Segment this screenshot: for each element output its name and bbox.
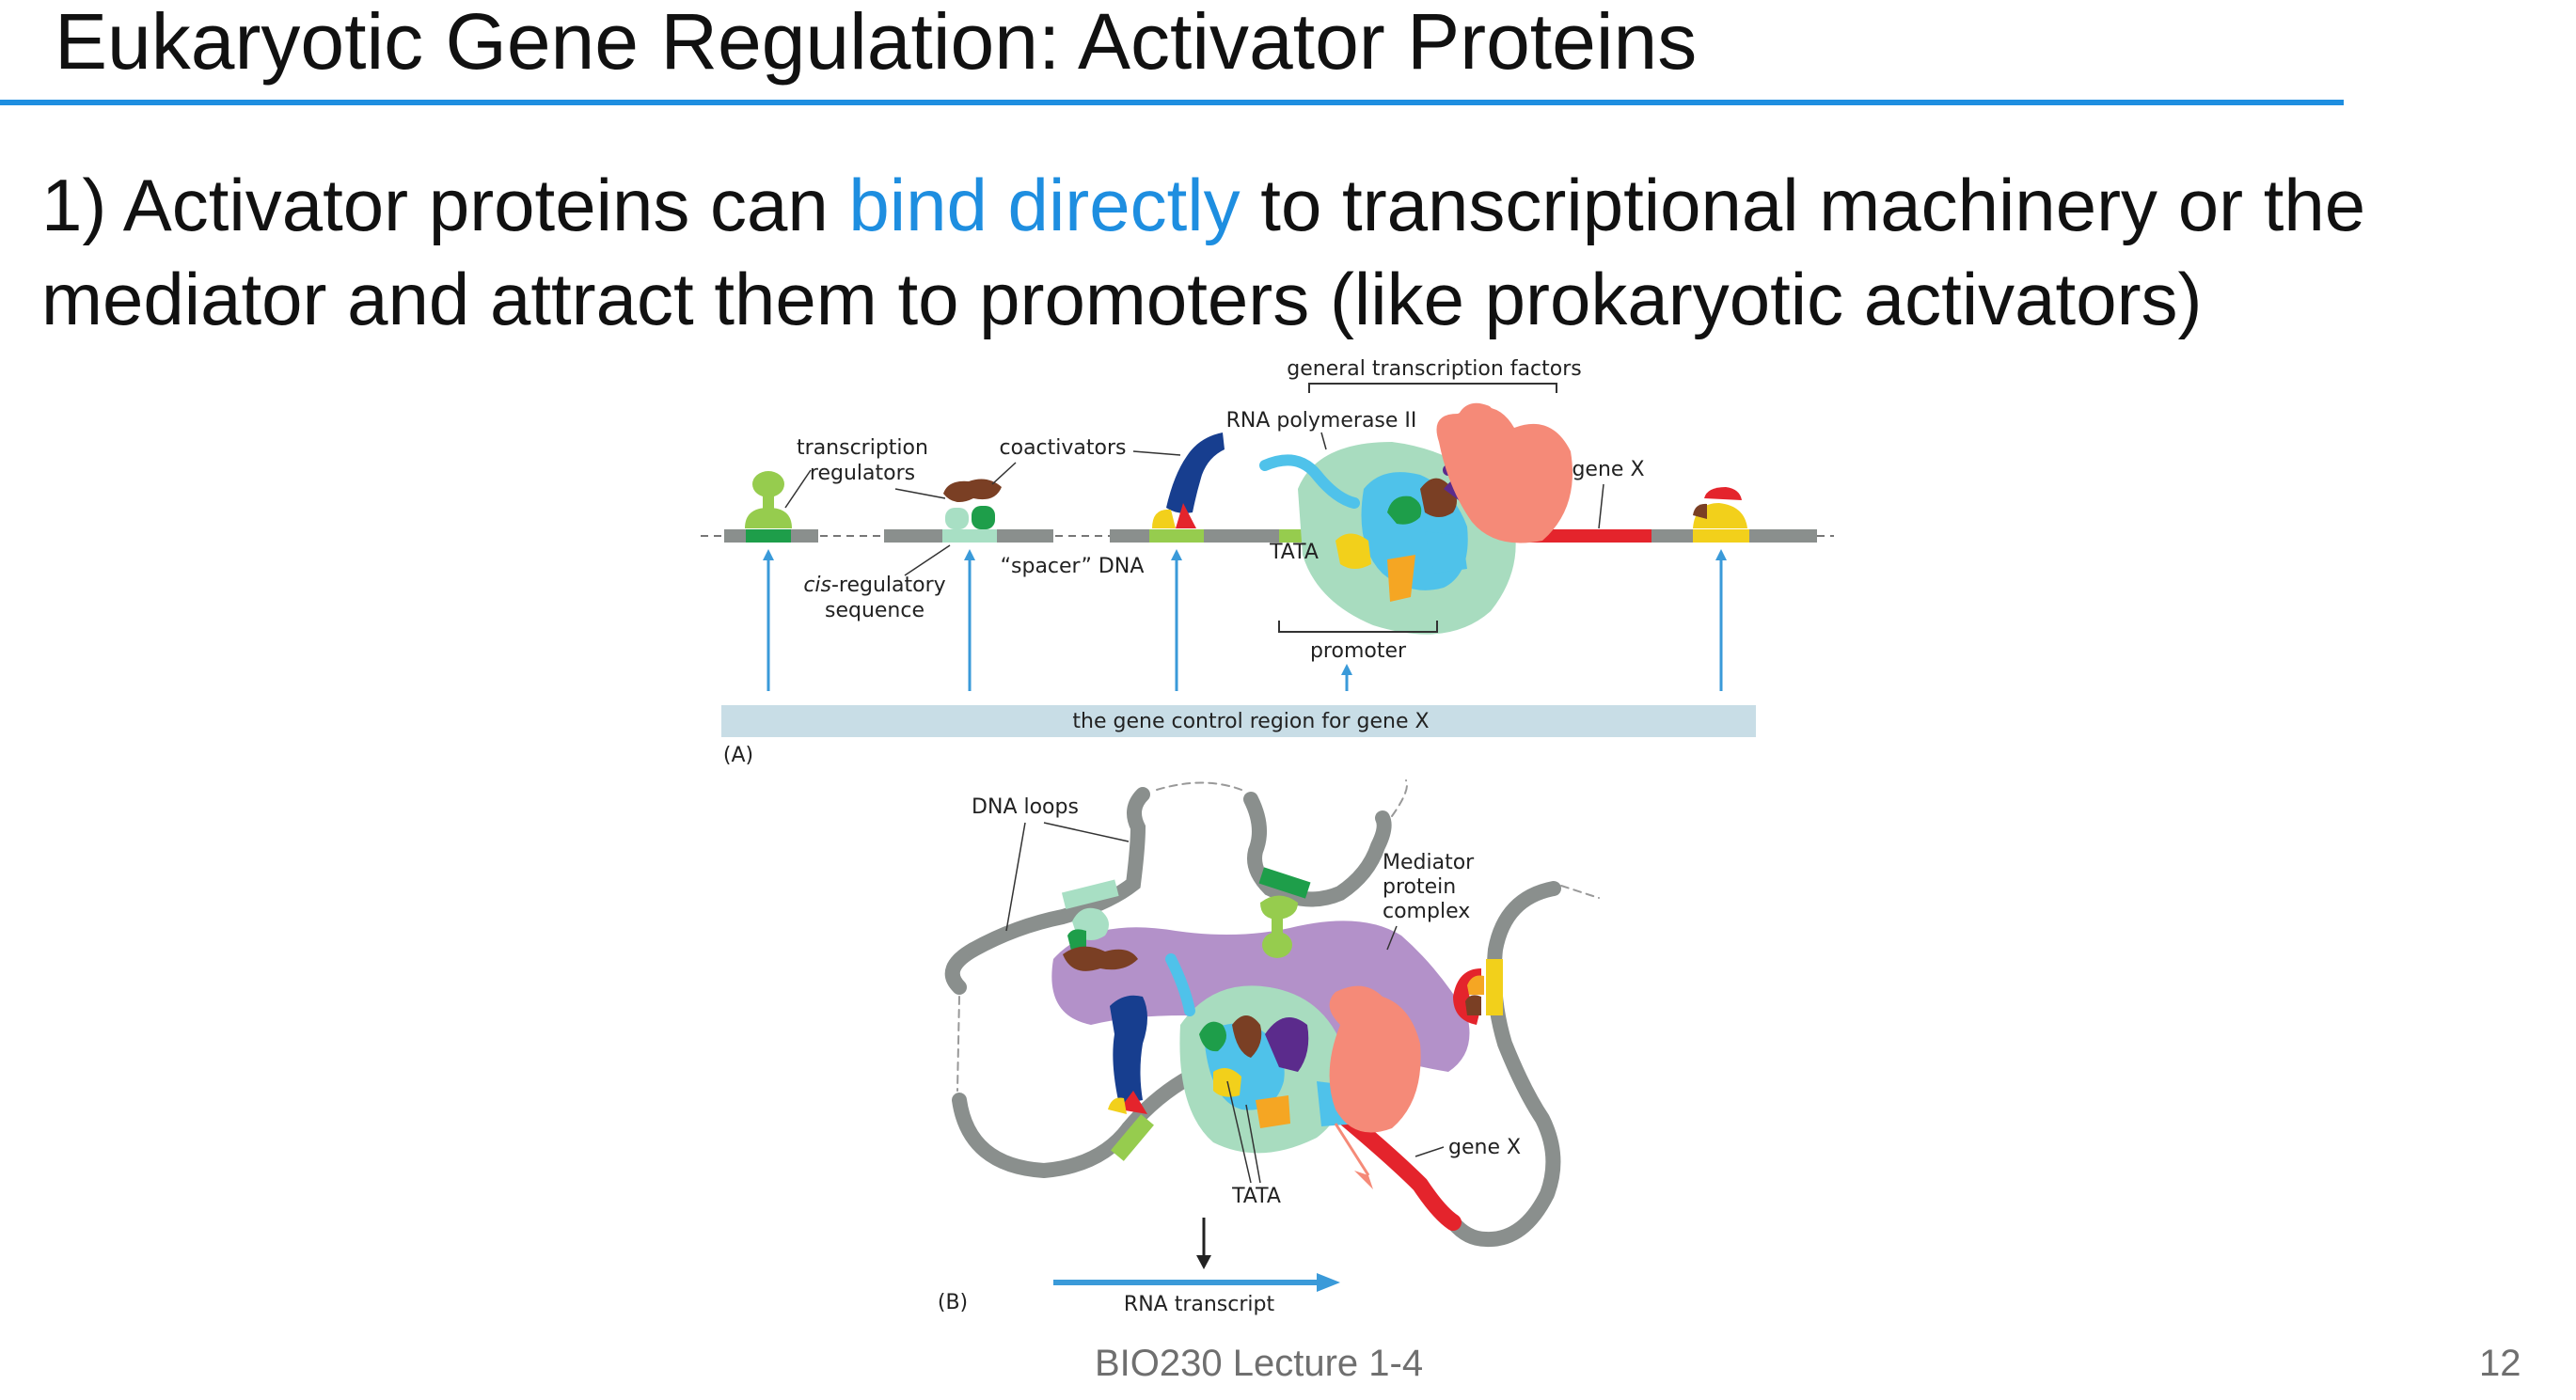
panel-a-label: (A) bbox=[723, 744, 753, 767]
genex-label-b: gene X bbox=[1448, 1136, 1521, 1159]
coactivators-label: coactivators bbox=[1000, 436, 1127, 460]
dna-loops-leader-1 bbox=[1005, 822, 1026, 932]
genex-label-a: gene X bbox=[1572, 458, 1644, 481]
loop-regulator-right bbox=[1453, 968, 1484, 1025]
promoter-label: promoter bbox=[1310, 639, 1407, 663]
body-text-highlight: bind directly bbox=[848, 164, 1241, 246]
loop-segment-green bbox=[1258, 867, 1311, 899]
regulators-label-line1: transcription bbox=[797, 436, 928, 460]
loop-regulator-top bbox=[1260, 895, 1298, 958]
regulators-leader-1 bbox=[784, 469, 812, 509]
regulators-label-line2: regulators bbox=[810, 462, 915, 485]
gtf-salmon-b bbox=[1329, 985, 1421, 1133]
mediator-label-line3: complex bbox=[1383, 900, 1470, 923]
title-underline bbox=[0, 100, 2344, 105]
control-region-bar bbox=[721, 705, 1756, 737]
rna-polymerase-complex bbox=[1259, 402, 1572, 635]
mediator-label-line2: protein bbox=[1383, 875, 1456, 899]
dna-loops-label: DNA loops bbox=[972, 795, 1079, 819]
coactivators-leader-2 bbox=[1132, 450, 1181, 456]
body-text-end: to transcriptional machinery or the medi… bbox=[41, 164, 2366, 340]
loop-segment-lightgreen bbox=[1061, 879, 1119, 909]
page-number: 12 bbox=[2479, 1343, 2521, 1384]
activator-blue bbox=[1152, 433, 1225, 528]
gtf-label: general transcription factors bbox=[1287, 357, 1581, 381]
gtf-bracket bbox=[1308, 383, 1557, 393]
spacer-label: “spacer” DNA bbox=[1001, 555, 1145, 578]
coactivators-leader-1 bbox=[991, 462, 1017, 485]
mediator-leader bbox=[1386, 925, 1398, 951]
genex-leader-a bbox=[1598, 483, 1604, 529]
slide-title: Eukaryotic Gene Regulation: Activator Pr… bbox=[55, 0, 1698, 86]
distal-regulator bbox=[1693, 487, 1747, 528]
transcription-regulator-2 bbox=[943, 479, 1002, 529]
rna-polymerase-b bbox=[1165, 953, 1359, 1154]
footer-course: BIO230 Lecture 1-4 bbox=[1095, 1343, 1424, 1384]
dna-strand-a bbox=[701, 529, 1834, 543]
rna-transcript-label: RNA transcript bbox=[1124, 1293, 1275, 1316]
rnap-leader bbox=[1320, 432, 1327, 450]
activator-blue-b bbox=[1108, 995, 1147, 1114]
loop-segment-yellow bbox=[1486, 959, 1503, 1015]
salmon-arrow bbox=[1334, 1123, 1370, 1176]
slide-footer: BIO230 Lecture 1-4 12 bbox=[0, 1343, 2576, 1399]
cis-leader bbox=[904, 544, 951, 576]
tata-leader-b-1 bbox=[1226, 1080, 1252, 1184]
loop-regulator-left bbox=[1063, 907, 1138, 971]
regulators-leader-2 bbox=[894, 488, 946, 499]
mediator-label-line1: Mediator bbox=[1383, 851, 1475, 874]
transcription-regulator-1 bbox=[745, 471, 792, 528]
promoter-bracket bbox=[1278, 621, 1438, 633]
loop-segment-lime bbox=[1111, 1114, 1154, 1161]
body-text-start: 1) Activator proteins can bbox=[41, 164, 849, 246]
tata-label-a: TATA bbox=[1269, 541, 1319, 564]
cis-label: cis-regulatory bbox=[803, 574, 945, 597]
control-region-label: the gene control region for gene X bbox=[1072, 710, 1429, 733]
rnap-label: RNA polymerase II bbox=[1226, 409, 1417, 433]
body-text: 1) Activator proteins can bind directly … bbox=[41, 158, 2562, 346]
panel-b-label: (B) bbox=[938, 1291, 968, 1314]
tata-leader-b-2 bbox=[1245, 1104, 1261, 1184]
genex-leader-b bbox=[1414, 1146, 1445, 1157]
panel-b: DNA loops Mediator protein complex gene … bbox=[938, 779, 1600, 1316]
sequence-label: sequence bbox=[825, 599, 925, 622]
tata-label-b: TATA bbox=[1231, 1185, 1281, 1208]
dna-loops-leader-2 bbox=[1043, 822, 1130, 842]
panel-a: general transcription factors RNA polyme… bbox=[701, 357, 1834, 767]
